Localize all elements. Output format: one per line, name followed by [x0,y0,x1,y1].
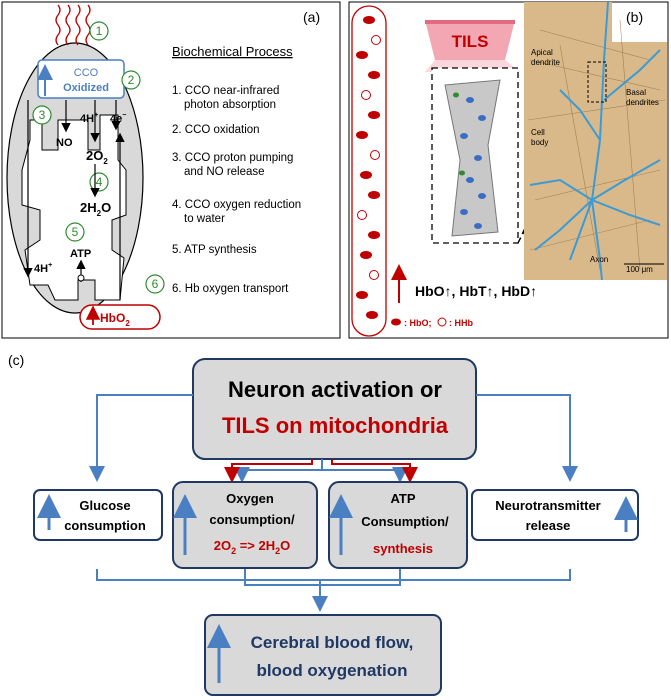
tils-on-mito-title: TILS on mitochondria [222,413,449,438]
step-5-number: 5 [72,225,79,239]
hbo-cell [360,171,372,179]
oxygen-box [172,481,318,569]
process-4-line-2: to water [184,213,225,225]
hbo-cell [368,231,380,239]
step-3-marker [32,105,52,125]
process-title: Biochemical Process [172,44,293,59]
cco-label: CCO [74,67,99,79]
hbo2-label: HbO2 [100,311,130,328]
proton-label-bottom: 4H+ [34,262,52,275]
proton-label-top: 4H+ [80,112,98,125]
hbo-cell [356,291,368,299]
atp-line-3: synthesis [373,541,433,556]
hbo-cell [356,51,368,59]
hhb-cell [370,150,380,160]
nir-photons-icon [55,4,91,46]
process-6: 6. Hb oxygen transport [172,283,289,295]
hhb-cell [361,90,371,100]
cristae [21,114,127,301]
hbo-cell [356,131,368,139]
hhb-cell [357,210,367,220]
capillary-segment [444,79,501,237]
glucose-line-2: consumption [64,518,146,533]
oxygen-label: 2O2 [86,148,108,166]
hbo-cell [368,71,380,79]
panel-b-label: (b) [626,9,643,25]
tils-emitter [425,20,515,60]
atp-box [328,481,468,569]
process-1-line-2: photon absorption [184,99,276,111]
red-blood-cells [356,16,381,319]
glucose-line-1: Glucose [79,498,130,513]
step-2-marker [121,70,141,90]
process-4-line-1: 4. CCO oxygen reduction [172,199,301,211]
scale-bar-label: 100 μm [626,265,653,274]
no-label: NO [56,137,73,149]
apical-label: Apical [531,48,553,57]
panel-c-label: (c) [8,352,24,368]
process-1-line-1: 1. CCO near-infrared [172,85,279,97]
step-3-number: 3 [39,108,46,122]
atp-label: ATP [70,248,91,260]
hhb-cell [369,270,379,280]
legend-hbo: : HbO; [404,318,432,328]
neuron-icon [529,1,661,281]
axon-label: Axon [590,255,608,264]
oxygen-reaction: 2O2 => 2H2O [214,538,291,556]
process-2: 2. CCO oxidation [172,124,260,136]
tils-label: TILS [452,32,489,51]
oxygen-line-1: Oxygen [226,491,274,506]
step-1-marker [89,21,109,41]
water-label: 2H2O [80,200,111,218]
cco-oxidized-label: Oxidized [63,82,109,94]
step-4-number: 4 [96,175,103,189]
hb-changes-label: HbO↑, HbT↑, HbD↑ [415,283,537,299]
apical-label-2: dendrite [531,58,560,67]
hbo-cell [360,251,372,259]
hbo-cell [368,111,380,119]
step-6-marker [145,274,165,294]
step-5-marker [65,222,85,242]
step-1-number: 1 [96,24,103,38]
step-6-number: 6 [152,277,159,291]
hhb-cell [371,35,381,45]
legend-hhb: : HHb [449,318,473,328]
cell-label-2: body [531,138,548,147]
neuro-line-2: release [526,518,571,533]
neuron-activation-title: Neuron activation or [228,377,442,402]
neuron-activation-box [192,358,477,460]
process-5: 5. ATP synthesis [172,244,257,256]
electron-label: 4e− [110,112,126,125]
cerebral-blood-flow-box [204,614,442,696]
hbo-cell [366,311,378,319]
blood-flow-line-2: blood oxygenation [256,661,407,680]
step-2-number: 2 [128,73,135,87]
basal-label-2: dendrites [626,98,659,107]
neuro-line-1: Neurotransmitter [495,498,600,513]
atp-line-2: Consumption/ [361,514,449,529]
panel-a-label: (a) [303,9,320,25]
hbo-cell [368,191,380,199]
hbo-cell [363,16,375,24]
glucose-box [33,489,163,541]
atp-line-1: ATP [390,491,415,506]
process-3-line-2: and NO release [184,166,265,178]
basal-label: Basal [626,88,646,97]
process-3-line-1: 3. CCO proton pumping [172,152,293,164]
neurotransmitter-box [471,489,639,541]
oxygen-line-2: consumption/ [209,512,295,527]
blood-flow-line-1: Cerebral blood flow, [251,633,414,652]
cell-label: Cell [531,128,545,137]
